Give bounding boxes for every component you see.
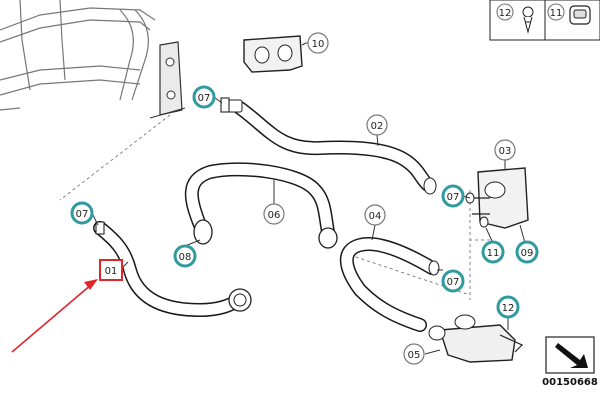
document-box: 00150668 <box>542 336 598 388</box>
callout-12: 12 <box>496 295 520 330</box>
callout-10-label: 10 <box>312 39 325 50</box>
callout-07-right-upper: 07 <box>441 184 471 208</box>
callout-11: 11 <box>481 227 505 264</box>
callout-01-label: 01 <box>105 266 118 277</box>
callout-07d-label: 07 <box>447 277 460 288</box>
valve-03 <box>465 167 529 229</box>
callout-09: 09 <box>515 224 539 264</box>
hose-01 <box>93 221 252 317</box>
legend-item-11-label: 11 <box>550 8 563 19</box>
callout-04: 04 <box>364 204 386 241</box>
callout-02-label: 02 <box>371 121 384 132</box>
grommet-icon <box>569 5 591 25</box>
callout-12-label: 12 <box>502 303 515 314</box>
doc-number: 00150668 <box>542 377 598 388</box>
callout-07c-label: 07 <box>447 192 460 203</box>
callout-05: 05 <box>403 343 441 365</box>
hose-02 <box>227 99 437 195</box>
part-10-bracket <box>243 35 307 73</box>
callout-07a-label: 07 <box>198 93 211 104</box>
parts-legend: 12 11 <box>489 0 600 41</box>
legend-item-12: 12 <box>496 3 534 34</box>
highlight-arrow <box>11 279 98 353</box>
callout-06: 06 <box>263 180 285 225</box>
callout-03-label: 03 <box>499 146 512 157</box>
callout-08-label: 08 <box>179 252 192 263</box>
callout-06-label: 06 <box>268 210 281 221</box>
direction-arrow-icon <box>555 343 588 368</box>
callout-07-right-lower: 07 <box>437 269 465 293</box>
legend-item-11: 11 <box>547 3 591 25</box>
callout-10: 10 <box>306 32 329 54</box>
water-pump-05 <box>428 314 524 363</box>
clip-icon <box>522 6 534 34</box>
callout-07b-label: 07 <box>76 209 89 220</box>
callout-02: 02 <box>366 114 388 147</box>
callout-09-label: 09 <box>521 248 534 259</box>
hose-04 <box>339 237 440 332</box>
hose-06 <box>184 162 338 249</box>
callout-05-label: 05 <box>408 350 421 361</box>
callout-03: 03 <box>494 139 516 170</box>
callout-11-label: 11 <box>487 248 500 259</box>
callout-07-top: 07 <box>192 85 223 109</box>
clamps-07 <box>95 97 230 235</box>
callout-08: 08 <box>173 239 201 268</box>
radiator-frame <box>0 0 186 119</box>
callout-07-left: 07 <box>70 201 99 226</box>
callout-01: 01 <box>99 259 129 281</box>
legend-item-12-label: 12 <box>499 8 512 19</box>
callout-04-label: 04 <box>369 211 382 222</box>
